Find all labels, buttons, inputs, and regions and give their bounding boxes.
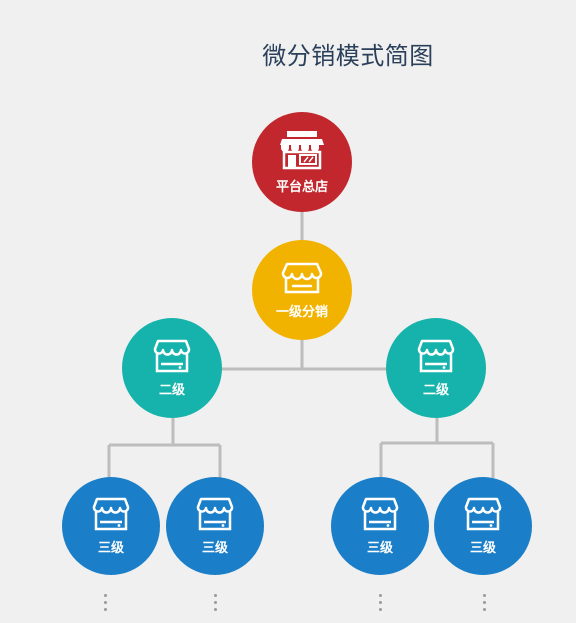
root-label: 平台总店 — [275, 179, 328, 195]
level3-label: 三级 — [469, 540, 496, 556]
shop-icon — [153, 339, 191, 372]
level3-label: 三级 — [97, 540, 124, 556]
continuation-dots — [379, 594, 383, 615]
level2-label: 二级 — [422, 382, 449, 398]
shop-icon — [417, 339, 455, 372]
continuation-dots — [104, 594, 108, 615]
continuation-dots — [483, 594, 487, 615]
shop-outline-icon — [281, 262, 323, 293]
storefront-icon — [280, 130, 324, 169]
level3-label: 三级 — [201, 540, 228, 556]
level3-node: 三级 — [166, 477, 264, 575]
level3-node: 三级 — [62, 477, 160, 575]
diagram-title: 微分销模式简图 — [262, 42, 434, 70]
level3-label: 三级 — [366, 540, 393, 556]
shop-icon — [361, 497, 399, 530]
shop-icon — [92, 497, 130, 530]
shop-icon — [196, 497, 234, 530]
level1-node: 一级分销 — [252, 240, 352, 340]
level3-node: 三级 — [434, 477, 532, 575]
shop-icon — [464, 497, 502, 530]
level2-node: 二级 — [386, 318, 486, 418]
level1-label: 一级分销 — [275, 304, 328, 320]
level2-label: 二级 — [158, 382, 185, 398]
root-node: 平台总店 — [252, 112, 352, 212]
level3-node: 三级 — [331, 477, 429, 575]
level2-node: 二级 — [122, 318, 222, 418]
continuation-dots — [214, 594, 218, 615]
